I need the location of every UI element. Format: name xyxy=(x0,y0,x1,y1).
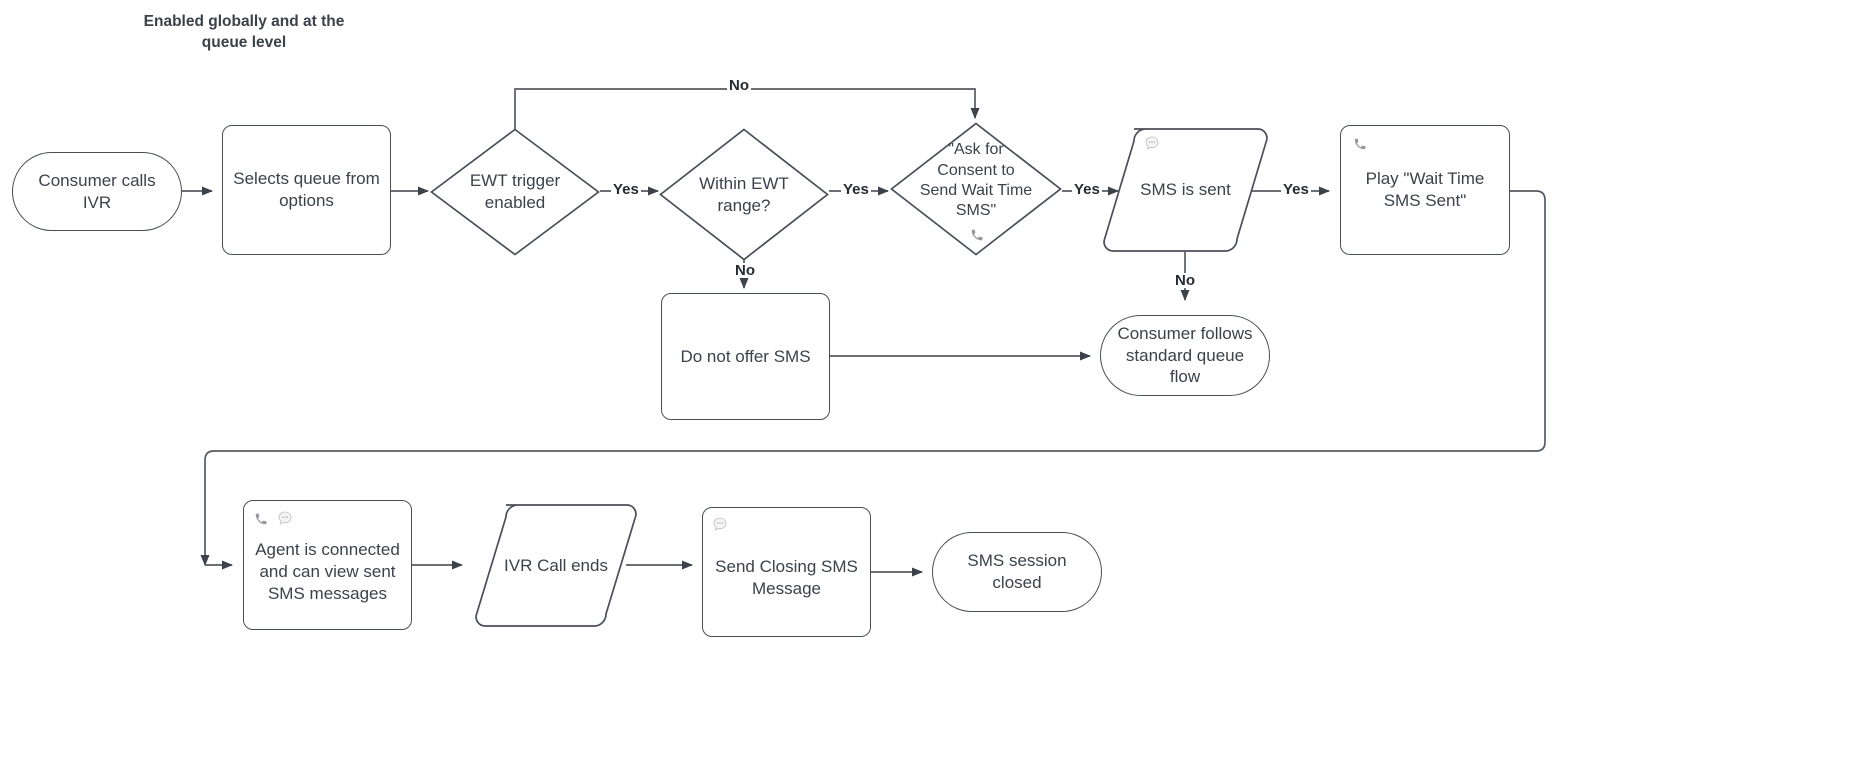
edge-label-ewt-no: No xyxy=(727,77,751,94)
node-ask-for-consent[interactable]: "Ask for Consent to Send Wait Time SMS" xyxy=(890,122,1062,256)
chat-bubble-icon xyxy=(1144,135,1160,151)
phone-icon xyxy=(970,228,984,242)
node-selects-queue[interactable]: Selects queue from options xyxy=(222,125,391,255)
node-ivr-call-ends[interactable]: IVR Call ends xyxy=(470,502,642,629)
node-label: Within EWT range? xyxy=(699,173,789,215)
node-within-ewt-range[interactable]: Within EWT range? xyxy=(659,128,829,261)
node-sms-session-closed[interactable]: SMS session closed xyxy=(932,532,1102,612)
node-ewt-trigger-enabled[interactable]: EWT trigger enabled xyxy=(430,128,600,256)
node-do-not-offer-sms[interactable]: Do not offer SMS xyxy=(661,293,830,420)
node-sms-is-sent[interactable]: SMS is sent xyxy=(1098,126,1273,254)
phone-icon xyxy=(1353,137,1367,151)
node-label: Consumer follows standard queue flow xyxy=(1117,323,1253,387)
node-label: EWT trigger enabled xyxy=(469,171,561,212)
diamond-shape xyxy=(430,128,600,256)
edge-label-range-yes: Yes xyxy=(841,181,871,198)
node-label: Do not offer SMS xyxy=(680,346,811,366)
node-label: SMS is sent xyxy=(1140,180,1231,200)
edge-label-ewt-yes: Yes xyxy=(611,181,641,198)
node-label: Consumer calls IVR xyxy=(38,170,156,212)
diamond-shape xyxy=(890,122,1062,256)
node-consumer-follows-standard-queue-flow[interactable]: Consumer follows standard queue flow xyxy=(1100,315,1270,396)
edge-label-sms-no: No xyxy=(1173,272,1197,289)
node-label: Selects queue from options xyxy=(233,169,380,210)
chat-bubble-icon xyxy=(712,516,728,532)
node-label: Send Closing SMS Message xyxy=(715,557,858,598)
parallelogram-shape xyxy=(475,504,637,627)
chat-bubble-icon xyxy=(277,510,293,526)
node-play-wait-time-sms-sent[interactable]: Play "Wait Time SMS Sent" xyxy=(1340,125,1510,255)
edge-label-consent-yes: Yes xyxy=(1072,181,1102,198)
edge-label-range-no: No xyxy=(733,262,757,279)
node-label: "Ask for Consent to Send Wait Time SMS" xyxy=(919,141,1033,220)
node-consumer-calls-ivr[interactable]: Consumer calls IVR xyxy=(12,152,182,231)
node-label: Agent is connected and can view sent SMS… xyxy=(255,540,400,603)
node-label: IVR Call ends xyxy=(504,555,608,575)
diamond-shape xyxy=(659,128,829,261)
node-label: Play "Wait Time SMS Sent" xyxy=(1365,169,1485,210)
diagram-title: Enabled globally and at the queue level xyxy=(143,13,345,51)
parallelogram-shape xyxy=(1103,128,1268,252)
node-agent-is-connected[interactable]: Agent is connected and can view sent SMS… xyxy=(243,500,412,630)
node-label: SMS session closed xyxy=(967,551,1067,592)
node-send-closing-sms-message[interactable]: Send Closing SMS Message xyxy=(702,507,871,637)
phone-icon xyxy=(254,512,268,526)
edge-label-sms-yes: Yes xyxy=(1281,181,1311,198)
